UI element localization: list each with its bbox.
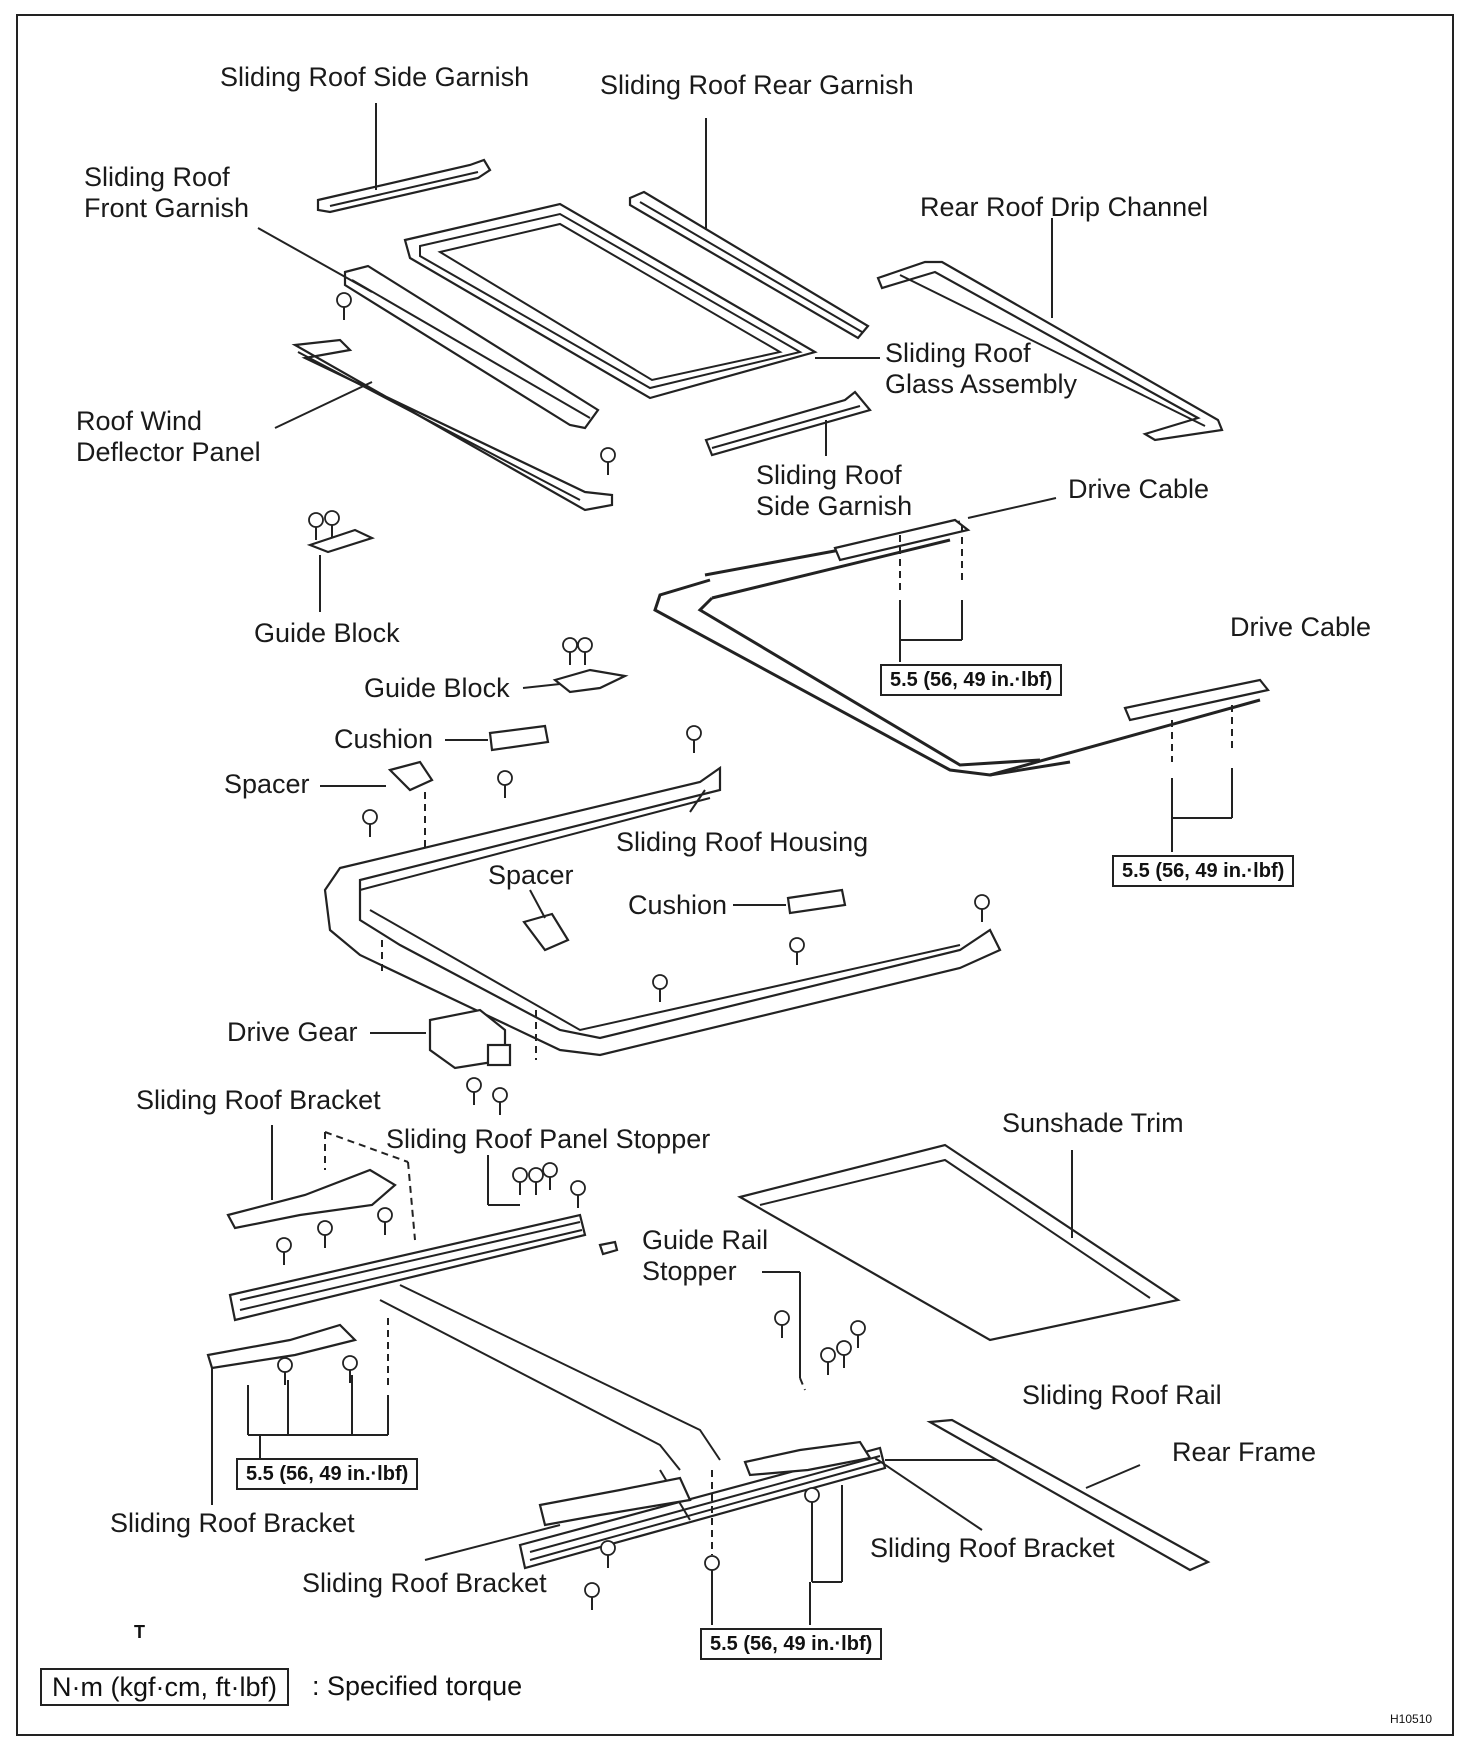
torque-drive-cable-right: 5.5 (56, 49 in.·lbf)	[1112, 855, 1295, 887]
glass-assembly-part	[403, 202, 880, 400]
rear-garnish-part	[628, 118, 870, 340]
sunshade-trim-part	[737, 1143, 1181, 1342]
label-rear-garnish: Sliding Roof Rear Garnish	[600, 70, 914, 100]
front-garnish-part	[257, 227, 600, 430]
label-rear-frame: Rear Frame	[1172, 1437, 1317, 1467]
side-garnish-mid-part	[704, 390, 872, 457]
cushion-parts	[445, 724, 847, 915]
side-garnish-top-part	[316, 103, 492, 214]
bolt-icons	[276, 292, 990, 1610]
torque-drive-cable-upper: 5.5 (56, 49 in.·lbf)	[880, 664, 1063, 696]
spacer-parts	[320, 760, 570, 952]
rear-drip-channel-part	[876, 218, 1224, 442]
label-bracket-bottom-left: Sliding Roof Bracket	[110, 1508, 355, 1538]
label-drive-cable-2: Drive Cable	[1230, 612, 1372, 642]
diagram-frame	[16, 14, 1454, 1736]
label-rear-drip-channel: Rear Roof Drip Channel	[920, 192, 1209, 222]
label-side-garnish-top: Sliding Roof Side Garnish	[220, 62, 530, 92]
label-guide-rail-stopper: Guide Rail Stopper	[642, 1225, 769, 1286]
guide-block-parts	[306, 528, 629, 694]
stopper-leaders	[487, 1155, 806, 1391]
label-bracket-bottom-right: Sliding Roof Bracket	[870, 1533, 1115, 1563]
marker-t: T	[134, 1622, 145, 1642]
drive-gear-part	[370, 940, 537, 1070]
label-drive-cable-1: Drive Cable	[1068, 474, 1210, 504]
legend-description: : Specified torque	[312, 1671, 523, 1701]
label-wind-deflector: Roof Wind Deflector Panel	[76, 406, 261, 467]
legend-unit-box: N·m (kgf·cm, ft·lbf)	[40, 1668, 289, 1706]
label-drive-gear: Drive Gear	[227, 1017, 358, 1047]
label-panel-stopper: Sliding Roof Panel Stopper	[386, 1124, 711, 1154]
label-sunshade-trim: Sunshade Trim	[1002, 1108, 1184, 1138]
torque-bracket-bottom: 5.5 (56, 49 in.·lbf)	[700, 1628, 883, 1660]
label-side-garnish-mid: Sliding Roof Side Garnish	[756, 460, 913, 521]
rear-frame-part	[926, 1418, 1211, 1572]
roof-rail-part	[228, 1213, 1000, 1570]
wind-deflector-part	[274, 338, 614, 512]
figure-code: H10510	[1390, 1712, 1433, 1726]
label-spacer-1: Spacer	[224, 769, 310, 799]
label-bracket-bottom-mid: Sliding Roof Bracket	[302, 1568, 547, 1598]
label-roof-rail: Sliding Roof Rail	[1022, 1380, 1222, 1410]
label-guide-block-1: Guide Block	[254, 618, 400, 648]
bracket-bottom-right-part	[711, 1440, 983, 1625]
bracket-bottom-mid-part	[424, 1470, 713, 1561]
label-spacer-2: Spacer	[488, 860, 574, 890]
bracket-bottom-left-part	[206, 1318, 389, 1505]
bracket-top-left-part	[226, 1125, 416, 1241]
label-guide-block-2: Guide Block	[364, 673, 510, 703]
label-front-garnish: Sliding Roof Front Garnish	[84, 162, 250, 223]
torque-bracket-left: 5.5 (56, 49 in.·lbf)	[236, 1458, 419, 1490]
label-cushion-1: Cushion	[334, 724, 434, 754]
label-cushion-2: Cushion	[628, 890, 728, 920]
drive-cable-part	[653, 497, 1270, 852]
label-bracket-top-left: Sliding Roof Bracket	[136, 1085, 381, 1115]
housing-part	[323, 765, 1002, 1057]
label-glass-assembly: Sliding Roof Glass Assembly	[885, 338, 1078, 399]
label-housing: Sliding Roof Housing	[616, 827, 869, 857]
